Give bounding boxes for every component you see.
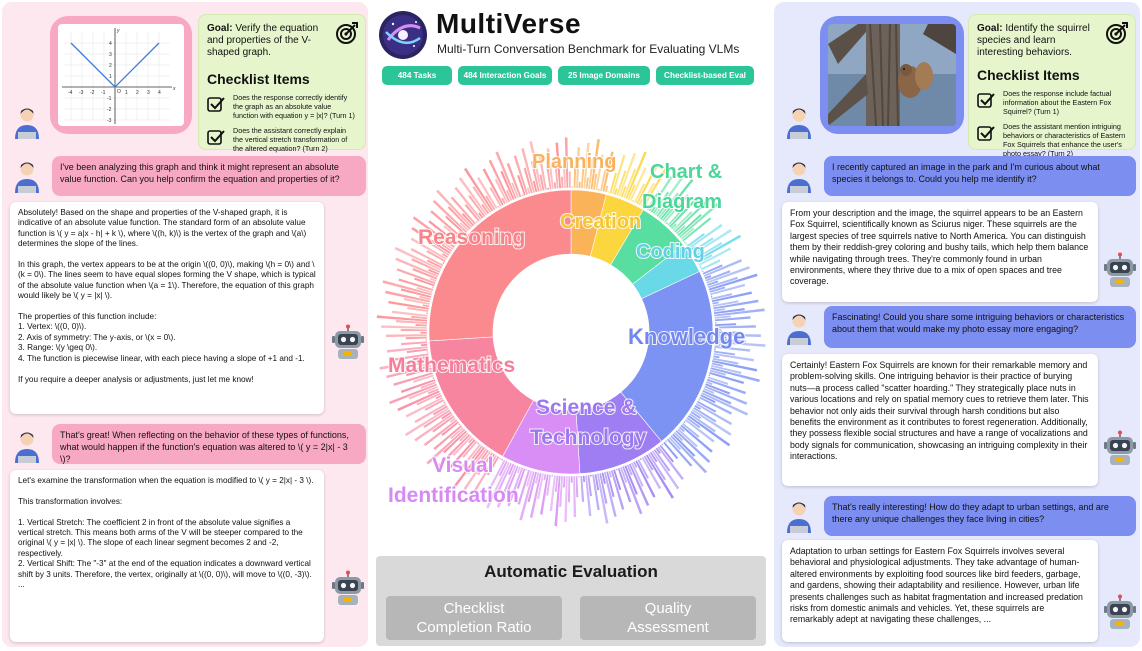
squirrel-photo (828, 24, 956, 126)
user-avatar-icon (787, 108, 811, 139)
stat-tag-domains: 25 Image Domains (558, 66, 650, 85)
robot-assistant-icon (332, 324, 364, 359)
category-label-coding: Coding (636, 241, 705, 263)
x-tick-label: 4 (158, 90, 161, 96)
robot-assistant-icon (332, 570, 364, 605)
checklist-item: Does the response include factual inform… (977, 89, 1127, 116)
checklist-completion-button[interactable]: Checklist Completion Ratio (386, 596, 562, 640)
y-tick-label: -2 (107, 107, 112, 113)
user-message: I recently captured an image in the park… (824, 156, 1136, 196)
sunburst-outer-reasoning (424, 338, 428, 342)
x-tick-label: 2 (136, 90, 139, 96)
right-conversation-panel: Goal: Identify the squirrel species and … (774, 2, 1140, 647)
robot-assistant-icon (1104, 594, 1136, 629)
category-label-mathematics: Mathematics (388, 354, 515, 377)
category-sunburst: Planning Creation Chart & Diagram Coding… (376, 136, 767, 527)
squirrel-image-frame (820, 16, 964, 134)
user-message: That's great! When reflecting on the beh… (52, 424, 366, 464)
right-goal-card: Goal: Identify the squirrel species and … (968, 14, 1136, 158)
category-label-science-2: Technology (530, 426, 647, 449)
target-icon (336, 22, 358, 44)
stat-tag-tasks: 484 Tasks (382, 66, 452, 85)
checkbox-checked-icon (977, 93, 995, 108)
checkbox-checked-icon (207, 130, 225, 145)
robot-assistant-icon (1104, 252, 1136, 287)
checklist-item: Does the assistant mention intriguing be… (977, 122, 1127, 158)
y-axis-label: y (116, 28, 120, 34)
checklist-item: Does the response correctly identify the… (207, 93, 357, 120)
sunburst-outer-reasoning (568, 170, 572, 189)
x-tick-label: -2 (90, 90, 95, 96)
user-avatar-icon (15, 162, 39, 193)
category-label-visual-2: Identification (388, 484, 519, 507)
x-axis-label: x (172, 86, 176, 92)
right-checklist-title: Checklist Items (977, 67, 1080, 83)
checkbox-checked-icon (207, 97, 225, 112)
user-message: I've been analyzing this graph and think… (52, 156, 366, 196)
sunburst-outer-visual-identification (570, 475, 574, 484)
y-tick-label: 3 (109, 52, 112, 58)
user-avatar-icon (15, 108, 39, 139)
right-goal-text: Goal: Identify the squirrel species and … (977, 23, 1090, 58)
checklist-item: Does the assistant correctly explain the… (207, 126, 357, 153)
graph-image-frame: -4 -3 -2 -1 1 2 3 4 4 3 2 1 -1 -2 -3 -4 … (50, 16, 192, 134)
x-tick-label: -4 (68, 90, 73, 96)
x-tick-label: 3 (147, 90, 150, 96)
category-label-reasoning: Reasoning (418, 226, 525, 249)
user-message: That's really interesting! How do they a… (824, 496, 1136, 536)
user-avatar-icon (787, 502, 811, 533)
v-shaped-graph: -4 -3 -2 -1 1 2 3 4 4 3 2 1 -1 -2 -3 -4 … (58, 24, 184, 126)
stat-tag-eval: Checklist-based Eval (656, 66, 754, 85)
category-label-knowledge: Knowledge (628, 324, 745, 349)
x-tick-label: -1 (101, 90, 106, 96)
sunburst-inner-knowledge (620, 271, 714, 442)
y-tick-label: 2 (109, 63, 112, 69)
automatic-evaluation-box: Automatic Evaluation Checklist Completio… (376, 556, 766, 646)
sunburst-outer-planning (570, 185, 574, 189)
category-label-creation: Creation (560, 211, 641, 233)
y-tick-label: -1 (107, 96, 112, 102)
assistant-message: Certainly! Eastern Fox Squirrels are kno… (782, 354, 1098, 486)
category-label-chart-diagram-2: Diagram (642, 191, 722, 213)
app-subtitle: Multi-Turn Conversation Benchmark for Ev… (437, 42, 740, 56)
category-label-planning: Planning (532, 151, 616, 173)
y-tick-label: -3 (107, 118, 112, 124)
assistant-message: Adaptation to urban settings for Eastern… (782, 540, 1098, 642)
sunburst-inner-reasoning (428, 189, 572, 342)
origin-label: O (117, 89, 121, 95)
assistant-message: Absolutely! Based on the shape and prope… (10, 202, 324, 414)
sunburst-outer-reasoning (419, 331, 428, 335)
multiverse-logo-icon (379, 11, 427, 59)
assistant-message: From your description and the image, the… (782, 202, 1098, 302)
y-tick-label: 4 (109, 41, 112, 47)
target-icon (1106, 22, 1128, 44)
y-tick-label: 1 (109, 74, 112, 80)
x-tick-label: 1 (125, 90, 128, 96)
stat-tag-goals: 484 Interaction Goals (458, 66, 552, 85)
user-avatar-icon (15, 432, 39, 463)
left-goal-card: Goal: Verify the equation and properties… (198, 14, 366, 153)
left-checklist-title: Checklist Items (207, 71, 310, 87)
app-title: MultiVerse (436, 8, 582, 39)
left-goal-text: Goal: Verify the equation and properties… (207, 23, 319, 58)
quality-assessment-button[interactable]: Quality Assessment (580, 596, 756, 640)
robot-assistant-icon (1104, 430, 1136, 465)
user-avatar-icon (787, 314, 811, 345)
user-avatar-icon (787, 162, 811, 193)
category-label-science-1: Science & (536, 396, 636, 419)
checkbox-checked-icon (977, 126, 995, 141)
x-tick-label: -3 (79, 90, 84, 96)
evaluation-title: Automatic Evaluation (484, 562, 658, 581)
category-label-chart-diagram-1: Chart & (650, 161, 722, 183)
assistant-message: Let's examine the transformation when th… (10, 470, 324, 642)
category-label-visual-1: Visual (432, 454, 493, 477)
user-message: Fascinating! Could you share some intrig… (824, 306, 1136, 348)
left-conversation-panel: -4 -3 -2 -1 1 2 3 4 4 3 2 1 -1 -2 -3 -4 … (2, 2, 368, 647)
